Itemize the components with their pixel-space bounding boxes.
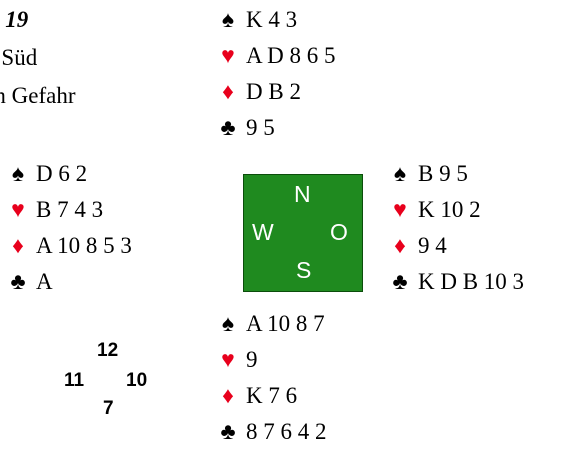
club-icon: ♣ (10, 269, 26, 294)
east-clubs-cards: K D B 10 3 (418, 269, 525, 294)
east-hand: ♠ B 9 5 ♥ K 10 2 ♦ 9 4 ♣ K D B 10 3 (388, 156, 524, 300)
west-hand: ♠D 6 2 ♥B 7 4 3 ♦A 10 8 5 3 ♣A (6, 156, 132, 300)
club-icon: ♣ (392, 269, 408, 294)
compass-north: N (294, 181, 311, 207)
compass-west: W (252, 219, 274, 245)
south-hearts-cards: 9 (246, 347, 258, 372)
compass-south: S (296, 257, 312, 283)
north-spades-cards: K 4 3 (246, 7, 298, 32)
board-title: d 19 (0, 7, 29, 32)
compass-east: O (330, 219, 348, 245)
vulnerability-label: in Gefahr (0, 83, 76, 108)
heart-icon: ♥ (221, 43, 235, 68)
north-hand: ♠ K 4 3 ♥ A D 8 6 5 ♦ D B 2 ♣ 9 5 (216, 2, 335, 146)
club-icon: ♣ (220, 115, 236, 140)
hcp-north: 12 (97, 340, 119, 361)
compass-table: N W O S (243, 174, 363, 292)
diamond-icon: ♦ (12, 233, 24, 258)
south-hand: ♠A 10 8 7 ♥9 ♦K 7 6 ♣8 7 6 4 2 (216, 306, 327, 450)
spade-icon: ♠ (221, 7, 235, 32)
west-diamonds-row: ♦ A 10 8 5 3 (6, 228, 132, 264)
south-spades-row: ♠ A 10 8 7 (216, 306, 327, 342)
hcp-east: 10 (126, 370, 148, 391)
east-diamonds-row: ♦ 9 4 (388, 228, 524, 264)
spade-icon: ♠ (11, 161, 25, 186)
heart-icon: ♥ (393, 197, 407, 222)
east-diamonds-cards: 9 4 (418, 233, 447, 258)
spade-icon: ♠ (221, 311, 235, 336)
west-spades-cards: D 6 2 (36, 161, 88, 186)
west-spades-row: ♠ D 6 2 (6, 156, 132, 192)
diamond-icon: ♦ (394, 233, 406, 258)
north-clubs-cards: 9 5 (246, 115, 275, 140)
hcp-west: 11 (64, 370, 85, 391)
east-spades-cards: B 9 5 (418, 161, 468, 186)
heart-icon: ♥ (11, 197, 25, 222)
east-spades-row: ♠ B 9 5 (388, 156, 524, 192)
diamond-icon: ♦ (222, 383, 234, 408)
north-clubs-row: ♣ 9 5 (216, 110, 335, 146)
diamond-icon: ♦ (222, 79, 234, 104)
north-hearts-row: ♥ A D 8 6 5 (216, 38, 335, 74)
south-clubs-cards: 8 7 6 4 2 (246, 419, 327, 444)
south-clubs-row: ♣ 8 7 6 4 2 (216, 414, 327, 450)
east-clubs-row: ♣ K D B 10 3 (388, 264, 524, 300)
north-diamonds-row: ♦ D B 2 (216, 74, 335, 110)
north-spades-row: ♠ K 4 3 (216, 2, 335, 38)
west-diamonds-cards: A 10 8 5 3 (36, 233, 132, 258)
spade-icon: ♠ (393, 161, 407, 186)
north-hearts-cards: A D 8 6 5 (246, 43, 336, 68)
hcp-south: 7 (103, 398, 114, 419)
south-diamonds-row: ♦ K 7 6 (216, 378, 327, 414)
east-hearts-row: ♥ K 10 2 (388, 192, 524, 228)
south-spades-cards: A 10 8 7 (246, 311, 325, 336)
north-diamonds-cards: D B 2 (246, 79, 301, 104)
west-hearts-cards: B 7 4 3 (36, 197, 104, 222)
south-diamonds-cards: K 7 6 (246, 383, 298, 408)
heart-icon: ♥ (221, 347, 235, 372)
east-hearts-cards: K 10 2 (418, 197, 481, 222)
club-icon: ♣ (220, 419, 236, 444)
dealer-label: r Süd (0, 45, 38, 70)
west-clubs-cards: A (36, 269, 53, 294)
south-hearts-row: ♥9 (216, 342, 327, 378)
west-clubs-row: ♣A (6, 264, 132, 300)
west-hearts-row: ♥ B 7 4 3 (6, 192, 132, 228)
